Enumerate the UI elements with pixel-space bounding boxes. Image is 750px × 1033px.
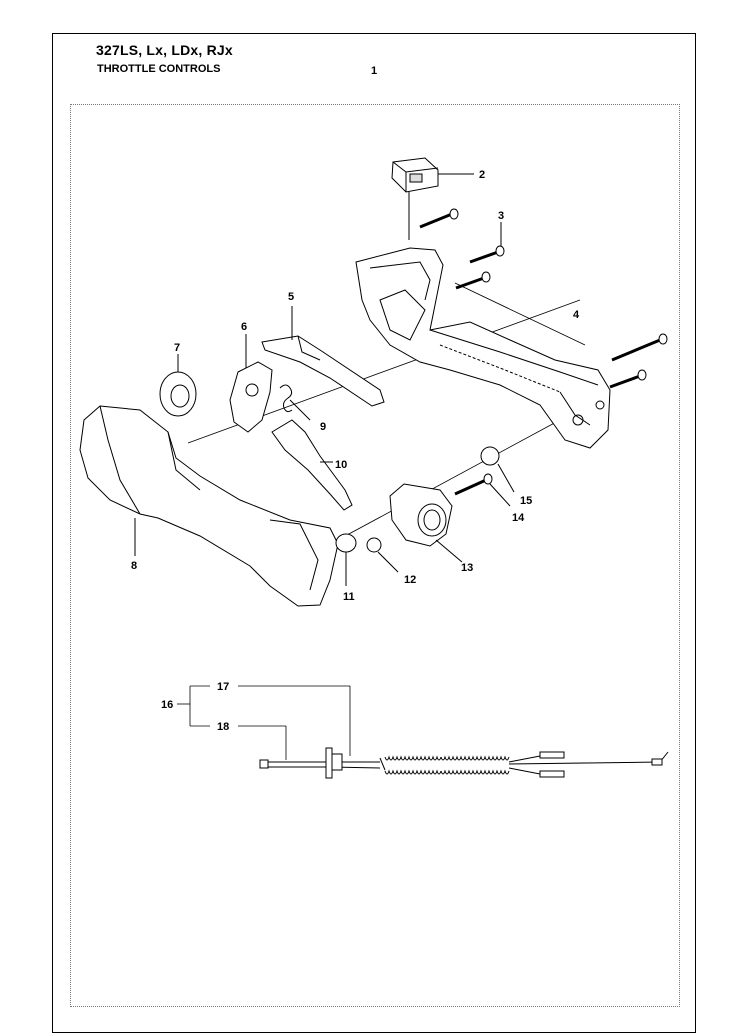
callout-6: 6	[241, 321, 247, 333]
part-5-throttle-lock	[261, 306, 385, 407]
part-13-clamp	[389, 483, 463, 563]
part-6-bracket	[229, 334, 273, 433]
part-14-screw	[454, 473, 511, 507]
callout-2: 2	[479, 169, 485, 181]
section-title: THROTTLE CONTROLS	[97, 63, 221, 75]
part-8-handle	[79, 405, 339, 607]
callout-labels: 2 3 4 5 6 7 8 9 10 11 12 13 14 15 16 17 …	[131, 169, 580, 733]
callout-16: 16	[161, 699, 173, 711]
callout-3: 3	[498, 210, 504, 222]
part-11-nut	[335, 533, 357, 586]
part-10-throttle-trigger	[271, 419, 353, 511]
callout-9: 9	[320, 421, 326, 433]
part-15-sleeve	[480, 446, 515, 493]
assembly-axis-line	[454, 282, 586, 346]
part-4-handle-housing	[355, 247, 611, 449]
callout-17: 17	[217, 681, 229, 693]
callout-15: 15	[520, 495, 532, 507]
callout-13: 13	[461, 562, 473, 574]
throttle-cable-and-wiring	[259, 747, 669, 779]
callout-8: 8	[131, 560, 137, 572]
callout-7: 7	[174, 342, 180, 354]
callout-18: 18	[217, 721, 229, 733]
callout-4: 4	[573, 309, 580, 321]
part-2-stop-switch	[391, 157, 474, 240]
callout-14: 14	[512, 512, 525, 524]
part-3-screws	[419, 208, 505, 290]
model-heading: 327LS, Lx, LDx, RJx	[96, 42, 233, 58]
page-number: 1	[371, 65, 378, 77]
callout-10: 10	[335, 459, 347, 471]
assembly-axis-line	[309, 419, 561, 556]
callout-5: 5	[288, 291, 294, 303]
part-9-spring	[279, 384, 311, 421]
callout-12: 12	[404, 574, 416, 586]
diagram-area-border	[70, 104, 680, 1007]
callout-bracket-16	[177, 685, 351, 760]
part-7-grommet	[159, 354, 197, 417]
part-4-side-screws	[609, 333, 668, 389]
callout-11: 11	[343, 591, 355, 603]
part-12-nut	[366, 537, 399, 573]
